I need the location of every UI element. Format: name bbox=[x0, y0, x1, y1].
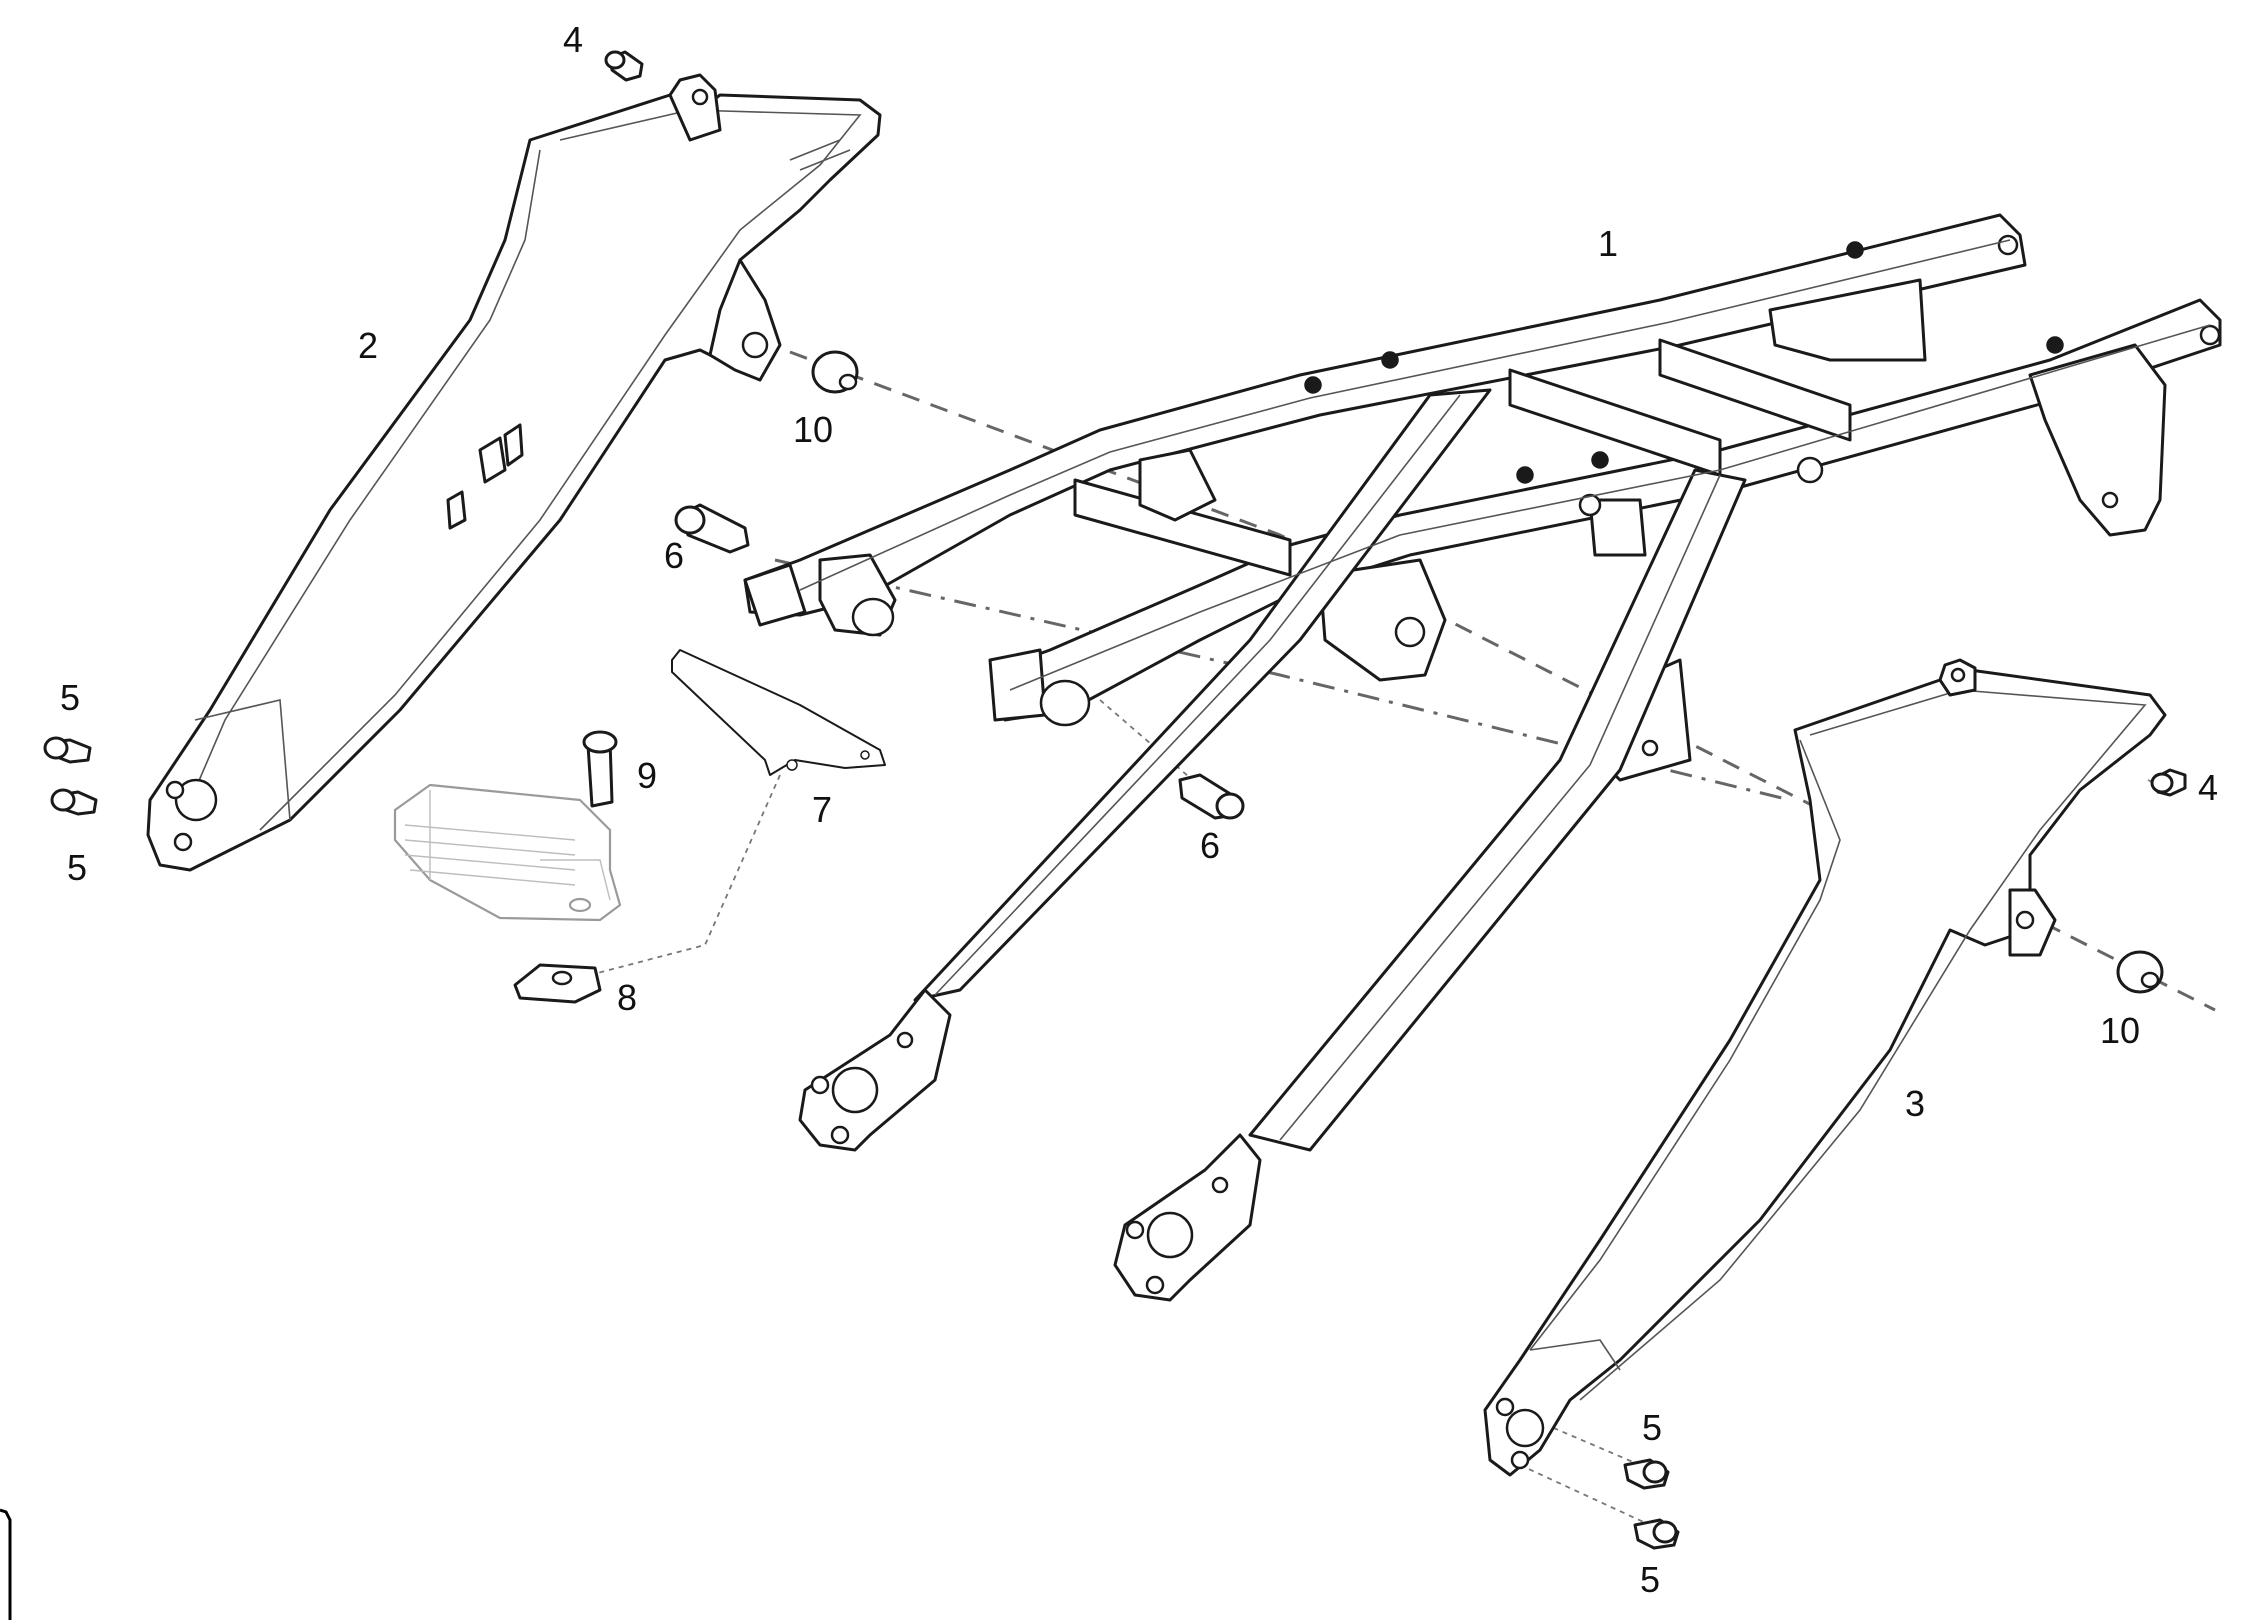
bolt-5-right-bottom bbox=[1633, 1518, 1680, 1550]
label-6-bottom: 6 bbox=[1200, 825, 1220, 866]
label-10-right: 10 bbox=[2100, 1010, 2140, 1051]
bolt-6-top bbox=[674, 503, 750, 554]
label-3: 3 bbox=[1905, 1083, 1925, 1124]
label-7: 7 bbox=[812, 789, 832, 830]
label-5-left-bottom: 5 bbox=[67, 847, 87, 888]
bolt-5-left-top bbox=[43, 736, 92, 764]
clip-nut-part-8 bbox=[513, 963, 602, 1004]
label-5-left-top: 5 bbox=[60, 677, 80, 718]
subframe-part-1 bbox=[743, 213, 2222, 1302]
voltage-regulator-ghost bbox=[393, 783, 622, 922]
callout-labels: 1 2 3 4 4 5 5 5 5 6 6 7 8 9 10 10 bbox=[60, 19, 2218, 1600]
label-4-right: 4 bbox=[2198, 767, 2218, 808]
leader-5-right-b bbox=[1519, 1464, 1651, 1526]
bracket-plate-part-7 bbox=[671, 649, 886, 776]
spacer-10-left bbox=[811, 350, 859, 394]
frame-corner bbox=[0, 1508, 12, 1620]
label-2: 2 bbox=[358, 325, 378, 366]
leader-10-left-axis bbox=[789, 350, 2216, 1012]
label-6-top: 6 bbox=[664, 535, 684, 576]
leader-6-axis bbox=[774, 558, 1791, 802]
bolt-4-top bbox=[604, 50, 644, 82]
label-9: 9 bbox=[637, 755, 657, 796]
label-4-top: 4 bbox=[563, 19, 583, 60]
side-cover-right-part-3 bbox=[1483, 658, 2167, 1477]
bolt-5-left-bottom bbox=[50, 788, 98, 816]
bolt-4-right bbox=[2150, 768, 2187, 797]
label-8: 8 bbox=[617, 977, 637, 1018]
label-5-right-bottom: 5 bbox=[1640, 1559, 1660, 1600]
bolt-6-bottom bbox=[1178, 773, 1245, 820]
label-1: 1 bbox=[1598, 223, 1618, 264]
bolt-5-right-top bbox=[1623, 1458, 1670, 1490]
label-10-top: 10 bbox=[793, 409, 833, 450]
leader-7-8 bbox=[589, 774, 781, 976]
label-5-right-top: 5 bbox=[1642, 1407, 1662, 1448]
bolt-9 bbox=[582, 730, 618, 808]
side-cover-left-part-2 bbox=[146, 73, 882, 872]
spacer-10-right bbox=[2116, 950, 2164, 994]
